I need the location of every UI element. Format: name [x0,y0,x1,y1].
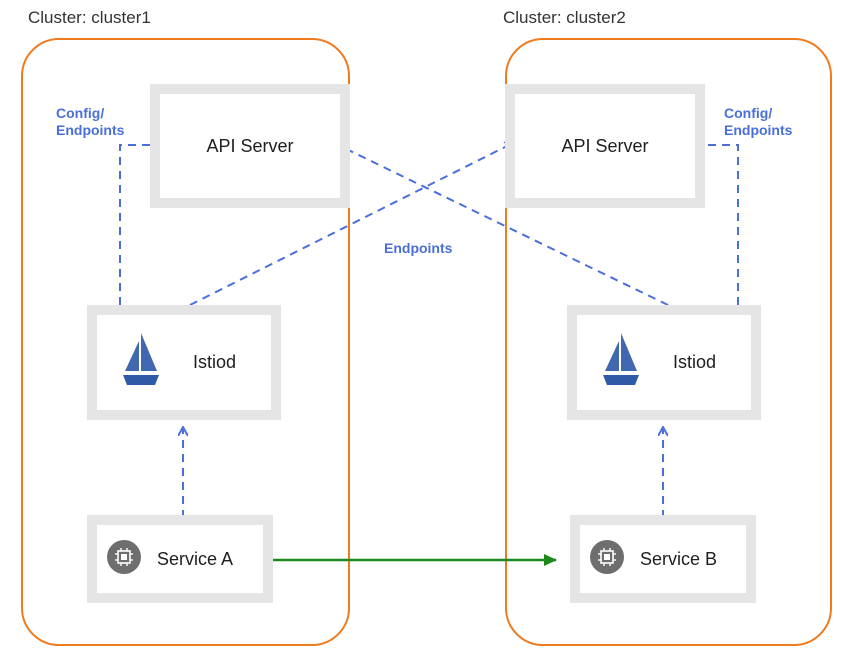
config-endpoints-label-1: Config/ Endpoints [56,105,125,138]
api-server-node-2: API Server [505,84,705,208]
config-endpoints-label-2: Config/ Endpoints [724,105,793,138]
cluster2-label: Cluster: cluster2 [503,8,626,27]
chip-icon [590,539,624,579]
arrow-istiod1-to-api1 [119,145,158,305]
istiod-label: Istiod [673,352,717,372]
arrow-istiod2-to-api2 [690,145,739,305]
service-a-label: Service A [157,548,234,569]
api-server-node-1: API Server [150,84,350,208]
api-server-label: API Server [561,135,649,156]
cluster1-boundary [21,38,350,646]
arrow-istiod1-to-api2 [189,143,513,306]
cluster1-label: Cluster: cluster1 [28,8,151,27]
istiod-node-2: Istiod [567,305,761,420]
service-b-node: Service B [570,515,756,603]
api-server-label: API Server [206,135,294,156]
cluster2-boundary [505,38,832,646]
istiod-node-1: Istiod [87,305,281,420]
service-a-node: Service A [87,515,273,603]
istio-sail-icon [119,331,163,394]
istio-sail-icon [599,331,643,394]
istiod-label: Istiod [193,352,237,372]
arrow-istiod2-to-api1 [338,145,669,306]
service-b-label: Service B [640,548,718,569]
chip-icon [107,539,141,579]
endpoints-label: Endpoints [384,240,453,256]
